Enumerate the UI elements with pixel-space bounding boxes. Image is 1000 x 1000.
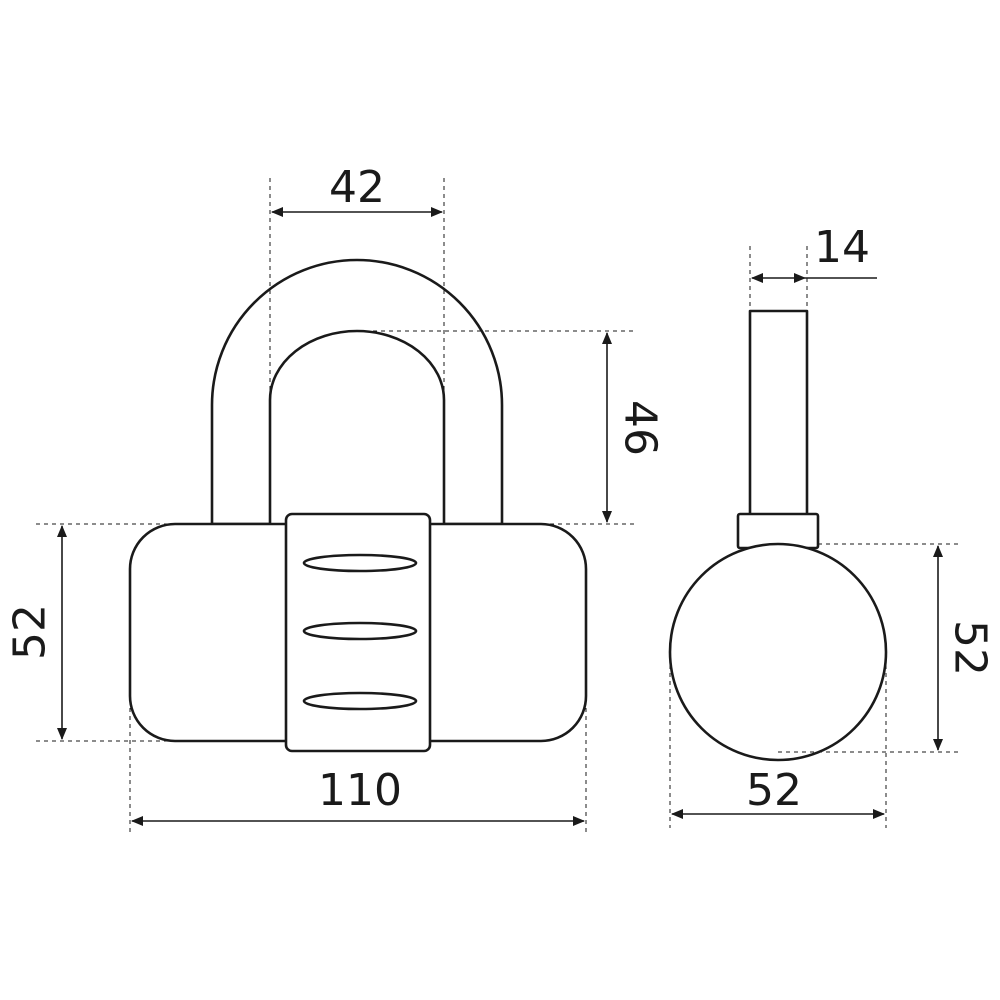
dimension-52-side-width-label: 52 [746,765,802,816]
dimension-52-front-label: 52 [5,604,56,660]
dimension-110: 110 [129,700,587,834]
dimension-46-label: 46 [615,400,666,456]
dimension-52-side-height-label: 52 [945,620,996,676]
dimension-42-label: 42 [329,162,385,213]
front-shackle [210,258,504,526]
dimension-52-side-height: 52 [778,543,996,753]
dimension-14-label: 14 [814,222,870,273]
dimension-14: 14 [749,222,877,311]
front-view [128,258,588,753]
dial-slot-2 [302,621,418,641]
dimension-110-label: 110 [318,765,402,816]
side-shackle [748,309,809,518]
side-lock-body [668,542,888,762]
dimension-42: 42 [269,162,445,520]
side-view [668,309,888,762]
dimension-46: 46 [357,330,666,525]
dial-slot-1 [302,553,418,573]
dimension-52-side-width: 52 [669,665,887,828]
dimension-52-front: 52 [5,523,286,742]
dial-slot-3 [302,691,418,711]
